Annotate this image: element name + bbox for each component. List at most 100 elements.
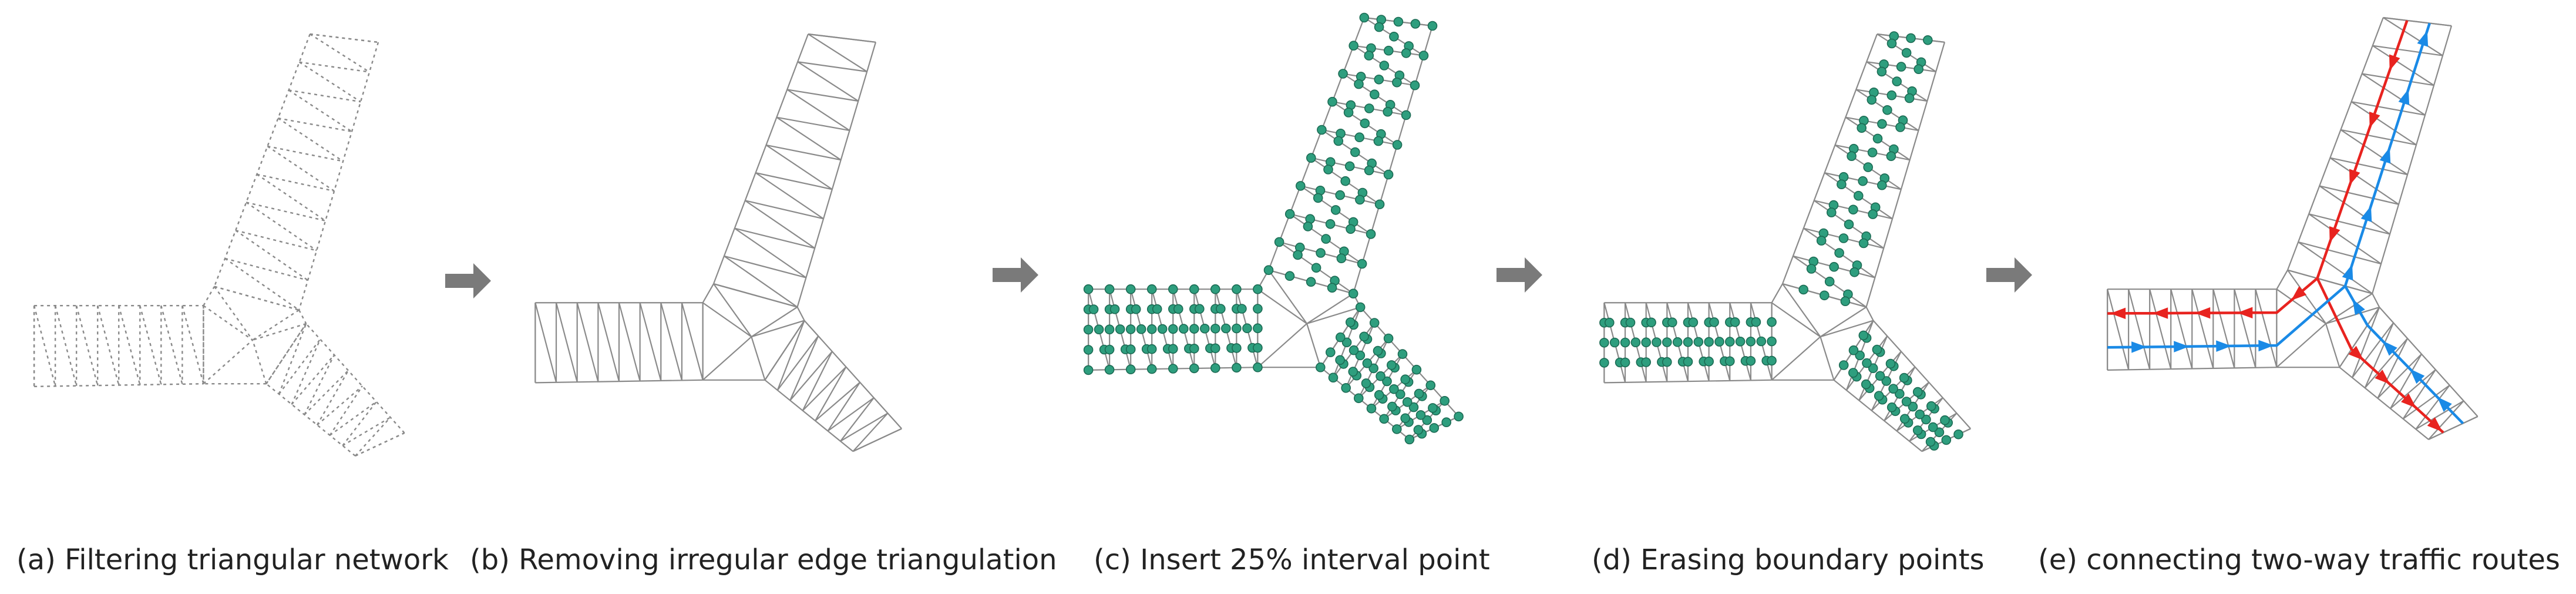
route-arrowhead [2401, 393, 2416, 408]
interval-point [1730, 317, 1740, 327]
interval-point [1104, 284, 1115, 294]
mesh-edge [304, 354, 335, 415]
mesh-edge [2383, 17, 2443, 56]
mesh-edge [1771, 336, 1821, 381]
panel-d-erasing-boundary-points [1599, 31, 1971, 452]
interval-point [1901, 48, 1912, 58]
mesh-edge [2390, 369, 2436, 410]
interval-point [1625, 317, 1636, 328]
interval-point [1284, 271, 1295, 281]
mesh-edge [252, 309, 300, 341]
interval-point [1425, 380, 1436, 391]
interval-point [1427, 21, 1438, 31]
interval-point [1641, 357, 1651, 367]
mesh-edge [291, 354, 335, 405]
mesh-edge [2364, 338, 2408, 388]
mesh-edge [2319, 185, 2399, 205]
interval-point [1688, 317, 1699, 327]
mesh-edge [2362, 73, 2434, 86]
interval-point [1704, 337, 1714, 347]
interval-point [1923, 35, 1933, 45]
interval-point [1348, 345, 1359, 355]
route-arrowhead [2375, 370, 2390, 384]
mesh-edge [618, 302, 641, 381]
interval-point [1335, 355, 1345, 365]
mesh-edge [2287, 270, 2326, 324]
interval-point [1195, 304, 1205, 314]
mesh-edge [787, 89, 859, 102]
mesh-edge [2428, 415, 2479, 440]
interval-point [1940, 415, 1950, 425]
interval-point [1896, 62, 1906, 72]
interval-point [1414, 388, 1424, 399]
interval-point [1881, 376, 1892, 386]
interval-point [1899, 414, 1910, 424]
mesh-edge [827, 382, 861, 432]
mesh-edge [160, 305, 183, 385]
mesh-edge [1257, 288, 1307, 324]
interval-point [1953, 429, 1963, 439]
interval-point [1392, 140, 1403, 150]
interval-point [1253, 284, 1263, 294]
mesh-edge [1771, 283, 1783, 303]
mesh-edge [2402, 384, 2450, 420]
mesh-edge [734, 227, 807, 278]
interval-point [1366, 403, 1377, 414]
mesh-edge [33, 305, 56, 387]
interval-point [1888, 384, 1898, 394]
interval-point [1109, 304, 1120, 314]
interval-point [1374, 390, 1384, 400]
interval-point [1834, 248, 1844, 258]
interval-point [1693, 337, 1704, 347]
mesh-edge [277, 118, 344, 162]
interval-point [1725, 356, 1735, 367]
mesh-edge [803, 320, 902, 429]
mesh-edge [76, 305, 99, 386]
interval-point [1854, 190, 1864, 201]
mesh-edge [2128, 288, 2151, 370]
interval-point [1672, 337, 1683, 347]
interval-point [1709, 317, 1719, 327]
interval-point [1348, 288, 1358, 299]
mesh-edge [2351, 101, 2426, 116]
interval-point [1189, 324, 1199, 334]
mesh-edge [2308, 213, 2382, 264]
mesh-edge [299, 61, 361, 103]
interval-point [1874, 391, 1884, 401]
interval-point [1877, 180, 1887, 190]
interval-point [1210, 363, 1220, 373]
interval-point [1746, 355, 1756, 366]
mesh-edge [2390, 354, 2422, 409]
interval-point [1882, 105, 1892, 115]
interval-point [1157, 324, 1168, 334]
mesh-edge [534, 302, 557, 383]
interval-point [1415, 410, 1426, 420]
interval-point [1374, 22, 1384, 32]
mesh-edge [2377, 338, 2409, 399]
mesh-edge [2372, 293, 2380, 308]
interval-point [1941, 435, 1952, 445]
interval-point [1751, 317, 1761, 327]
interval-point [1189, 363, 1199, 374]
mesh-edge [852, 428, 902, 452]
panel-b-removing-edge-triangulation [534, 33, 902, 452]
route-arrowhead [2410, 368, 2425, 384]
panel-c-interval-points [1083, 12, 1464, 445]
mesh-edge [724, 255, 798, 308]
caption-d: (d) Erasing boundary points [1592, 543, 1985, 576]
interval-point [1848, 204, 1858, 215]
interval-point [1131, 304, 1141, 314]
interval-point [1370, 89, 1380, 99]
route-arrowhead [2352, 298, 2365, 316]
interval-point [1374, 199, 1385, 210]
interval-point [1303, 222, 1313, 231]
route-arrowhead [2360, 206, 2372, 222]
interval-point [1327, 283, 1337, 293]
mesh-edge [789, 335, 819, 401]
interval-point [1641, 337, 1651, 348]
interval-point [1806, 264, 1817, 274]
interval-point [1383, 106, 1393, 117]
route-arrowhead [2437, 397, 2452, 412]
interval-point [1599, 358, 1609, 368]
interval-point [1083, 284, 1094, 294]
